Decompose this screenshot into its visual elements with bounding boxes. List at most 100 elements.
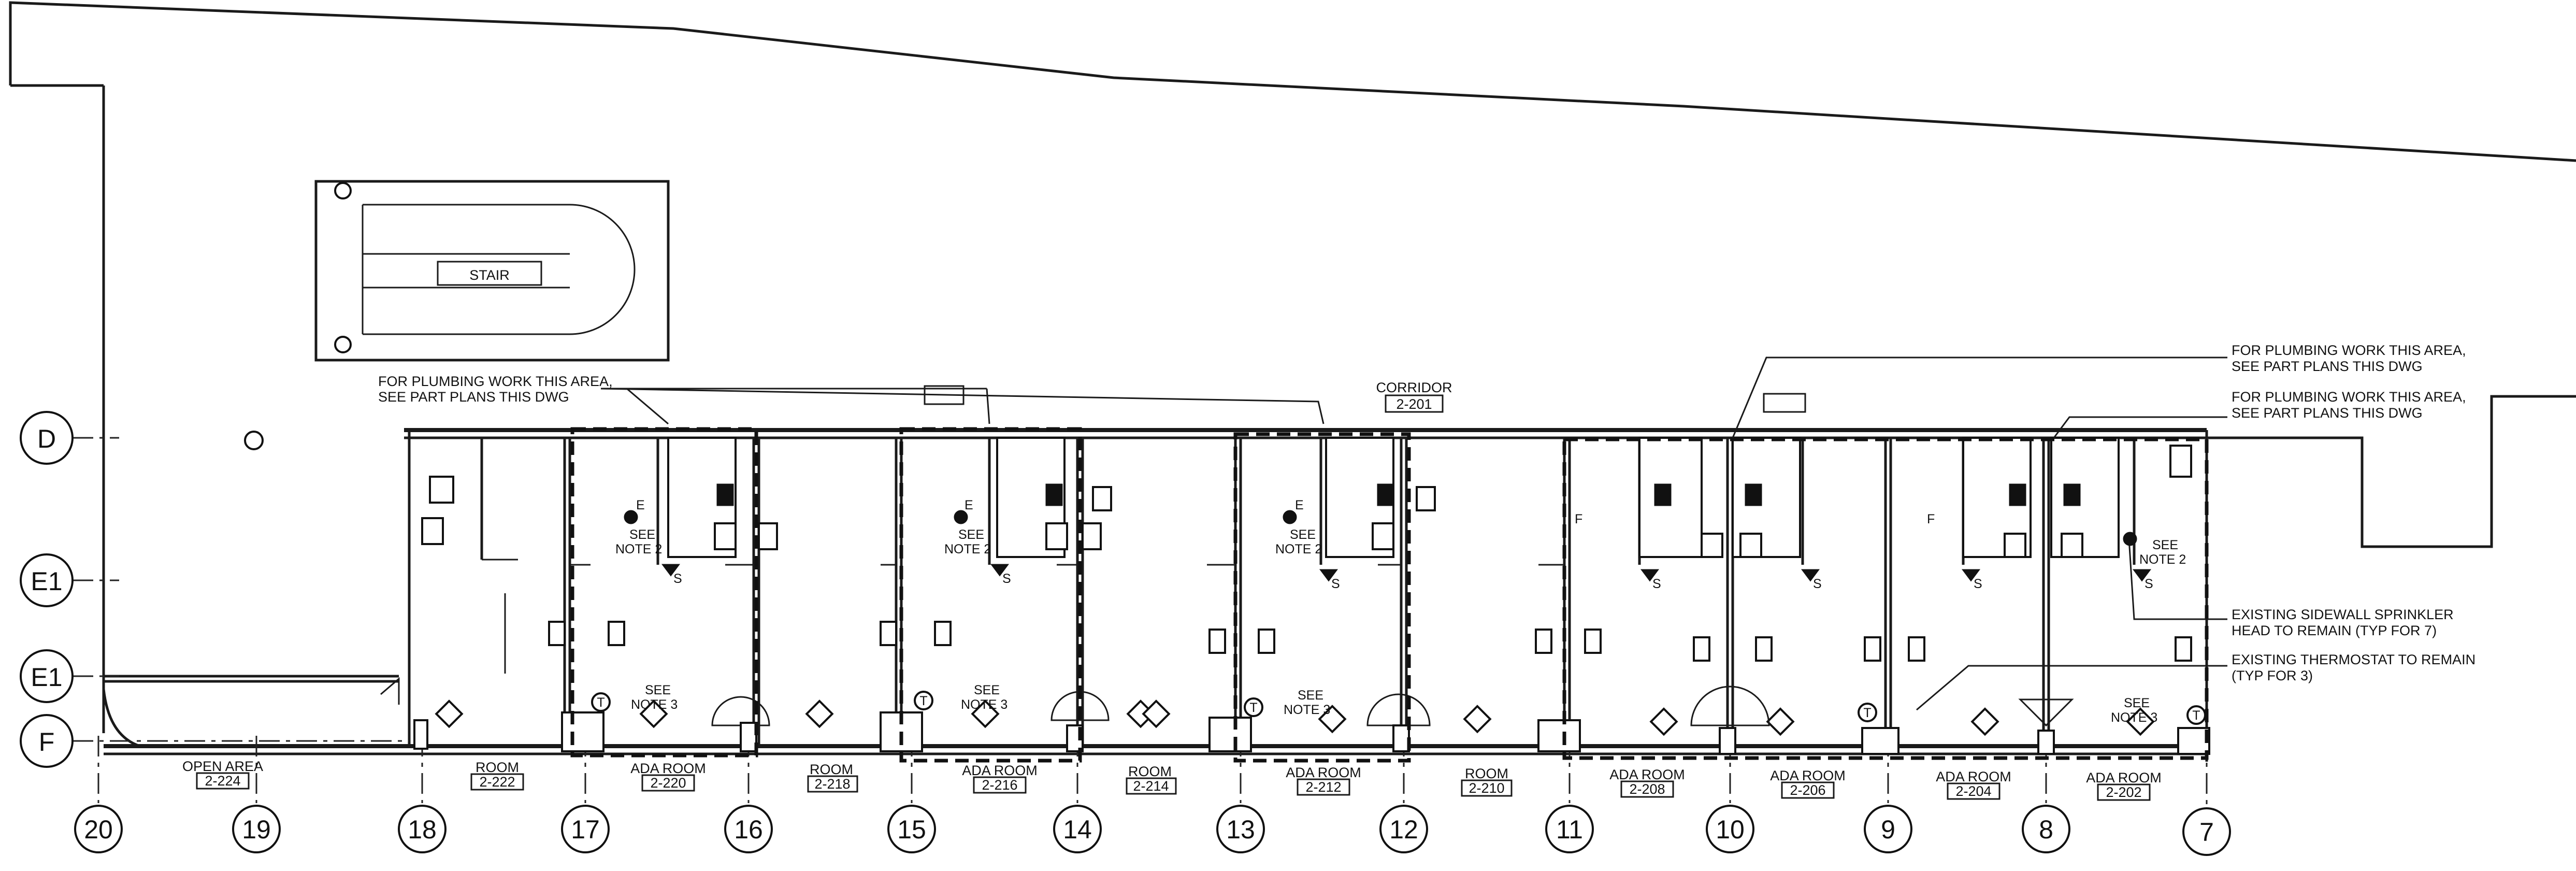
- grid-bubble-D: D: [20, 411, 74, 465]
- grid-bubble-8: 8: [2022, 805, 2070, 853]
- svg-text:16: 16: [734, 815, 763, 844]
- grid-bubble-13: 13: [1216, 805, 1265, 853]
- room-tag-2-214: ROOM 2-214: [1126, 764, 1177, 795]
- svg-text:ROOM: ROOM: [1128, 764, 1172, 779]
- room-labels: OPEN AREA 2-224 ROOM 2-222 ADA ROOM 2-22…: [182, 759, 2162, 801]
- svg-text:NOTE 2: NOTE 2: [944, 542, 991, 556]
- svg-text:E1: E1: [31, 567, 62, 596]
- svg-text:ROOM: ROOM: [810, 762, 853, 777]
- grid-bubble-17: 17: [561, 805, 610, 853]
- svg-text:S: S: [1813, 577, 1822, 591]
- grid-bubble-16: 16: [724, 805, 773, 853]
- svg-text:19: 19: [242, 815, 271, 844]
- svg-text:D: D: [37, 424, 56, 453]
- grid-bubble-7: 7: [2182, 807, 2231, 856]
- note-plumbing-right-a-line2: SEE PART PLANS THIS DWG: [2232, 359, 2423, 374]
- svg-text:18: 18: [408, 815, 437, 844]
- svg-text:T: T: [2192, 708, 2200, 723]
- svg-text:SEE: SEE: [1298, 688, 1323, 703]
- svg-text:SEE: SEE: [974, 683, 1000, 697]
- svg-text:S: S: [1652, 577, 1661, 591]
- room-tag-2-208: ADA ROOM 2-208: [1609, 767, 1685, 798]
- room-tag-2-216: ADA ROOM 2-216: [962, 763, 1038, 794]
- row-grid: D E1 E1 F: [20, 411, 409, 768]
- svg-text:2-210: 2-210: [1469, 780, 1504, 796]
- svg-text:S: S: [2145, 577, 2153, 591]
- svg-text:NOTE 3: NOTE 3: [961, 697, 1008, 712]
- svg-text:OPEN AREA: OPEN AREA: [182, 759, 263, 774]
- note-sprinkler-line1: EXISTING SIDEWALL SPRINKLER: [2232, 607, 2454, 622]
- note-plumbing-right-b-line2: SEE PART PLANS THIS DWG: [2232, 405, 2423, 421]
- svg-text:F: F: [1927, 512, 1935, 526]
- corridor-tag: CORRIDOR 2-201: [924, 380, 1806, 413]
- corridor-number: 2-201: [1396, 396, 1432, 412]
- svg-text:2-218: 2-218: [814, 776, 850, 792]
- svg-text:F: F: [39, 727, 55, 756]
- svg-text:E: E: [636, 498, 645, 512]
- column-grid: 20 19 18 17 16 15 14 13 12 11 10 9 8 7: [74, 736, 2231, 856]
- svg-text:ADA ROOM: ADA ROOM: [2086, 770, 2162, 786]
- svg-text:T: T: [1863, 706, 1871, 720]
- room-tag-2-222: ROOM 2-222: [470, 760, 524, 791]
- svg-text:SEE: SEE: [2152, 538, 2178, 552]
- stair: STAIR: [244, 180, 670, 450]
- callout-notes: FOR PLUMBING WORK THIS AREA, SEE PART PL…: [378, 342, 2476, 683]
- svg-text:SEE: SEE: [958, 527, 984, 542]
- grid-bubble-F: F: [20, 714, 74, 768]
- leaders: [600, 356, 2227, 711]
- room-tag-2-212: ADA ROOM 2-212: [1286, 765, 1361, 796]
- svg-text:T: T: [1249, 701, 1257, 715]
- room-tag-2-206: ADA ROOM 2-206: [1770, 768, 1846, 799]
- grid-bubble-9: 9: [1864, 805, 1912, 853]
- svg-text:11: 11: [1556, 815, 1583, 844]
- svg-text:10: 10: [1716, 815, 1745, 844]
- note-thermostat-line2: (TYP FOR 3): [2232, 668, 2313, 683]
- room-tag-2-202: ADA ROOM 2-202: [2086, 770, 2162, 801]
- svg-text:NOTE 3: NOTE 3: [2111, 710, 2157, 725]
- note-sprinkler-line2: HEAD TO REMAIN (TYP FOR 7): [2232, 623, 2437, 638]
- svg-text:ROOM: ROOM: [476, 760, 519, 775]
- room-symbols: E SEE NOTE 2 S E SEE NOTE 2 S E SEE NOTE…: [591, 498, 2206, 725]
- room-tag-open-area: OPEN AREA 2-224: [182, 759, 263, 790]
- note-plumbing-left-line1: FOR PLUMBING WORK THIS AREA,: [378, 374, 613, 389]
- svg-text:NOTE 2: NOTE 2: [2139, 552, 2186, 567]
- grid-bubble-14: 14: [1053, 805, 1102, 853]
- svg-text:2-208: 2-208: [1629, 781, 1665, 797]
- svg-text:2-204: 2-204: [1955, 783, 1991, 799]
- grid-bubble-15: 15: [887, 805, 936, 853]
- svg-text:T: T: [597, 695, 605, 710]
- svg-text:ADA ROOM: ADA ROOM: [962, 763, 1038, 778]
- grid-bubble-18: 18: [398, 805, 447, 853]
- svg-text:SEE: SEE: [2124, 696, 2150, 710]
- room-tag-2-218: ROOM 2-218: [807, 762, 858, 793]
- svg-text:7: 7: [2199, 818, 2214, 847]
- svg-text:T: T: [919, 694, 927, 708]
- svg-text:2-216: 2-216: [982, 777, 1017, 793]
- grid-bubble-E1-lower: E1: [20, 649, 74, 703]
- note-plumbing-right-a-line1: FOR PLUMBING WORK THIS AREA,: [2232, 342, 2466, 358]
- svg-text:ADA ROOM: ADA ROOM: [1770, 768, 1846, 783]
- stair-label: STAIR: [469, 267, 510, 283]
- svg-text:ADA ROOM: ADA ROOM: [1286, 765, 1361, 780]
- svg-text:S: S: [1974, 577, 1982, 591]
- svg-text:20: 20: [84, 815, 113, 844]
- svg-text:2-202: 2-202: [2106, 784, 2141, 800]
- svg-text:S: S: [673, 572, 682, 586]
- note-thermostat-line1: EXISTING THERMOSTAT TO REMAIN: [2232, 652, 2476, 667]
- svg-text:SEE: SEE: [645, 683, 671, 697]
- svg-text:F: F: [1575, 512, 1582, 526]
- svg-text:2-212: 2-212: [1305, 779, 1341, 795]
- furniture: [413, 593, 2210, 755]
- room-tag-2-210: ROOM 2-210: [1461, 766, 1513, 797]
- svg-text:2-224: 2-224: [205, 773, 240, 789]
- scope-boxes: [570, 427, 2209, 763]
- svg-text:ADA ROOM: ADA ROOM: [1609, 767, 1685, 782]
- plumbing-fixtures: [421, 437, 2192, 558]
- svg-text:9: 9: [1881, 815, 1895, 844]
- svg-text:2-220: 2-220: [650, 775, 686, 791]
- svg-text:SEE: SEE: [1290, 527, 1316, 542]
- svg-text:ADA ROOM: ADA ROOM: [1936, 769, 2011, 784]
- svg-text:S: S: [1002, 572, 1011, 586]
- svg-text:14: 14: [1063, 815, 1092, 844]
